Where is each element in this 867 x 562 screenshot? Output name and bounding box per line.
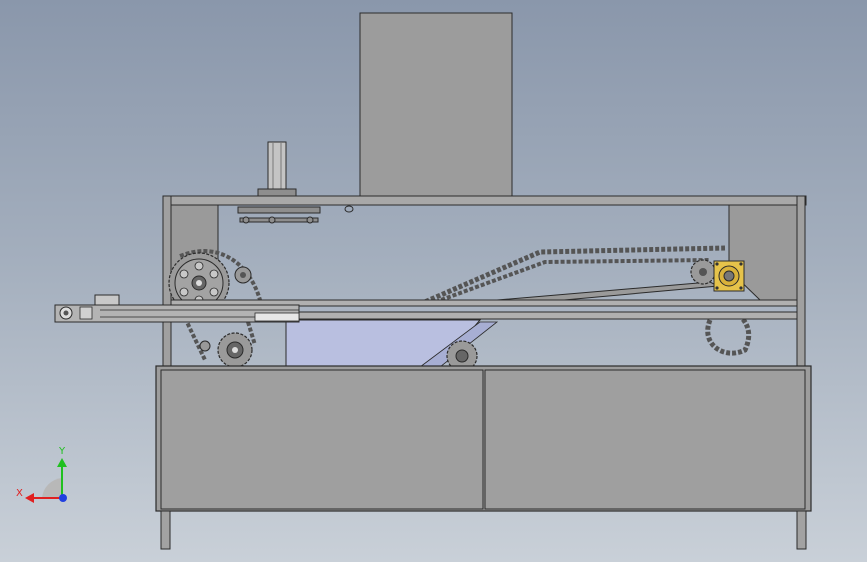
right-post: [796, 195, 806, 369]
triad-y-label: Y: [58, 446, 66, 457]
conveyor-arm: [54, 294, 300, 323]
top-plate: [162, 195, 807, 206]
hopper-box: [359, 12, 513, 197]
plate-hole: [344, 205, 354, 213]
upper-chain-lower-run: [429, 258, 711, 306]
motor-flange: [713, 260, 745, 292]
upper-linkage: [237, 206, 321, 224]
triad-x-label: X: [16, 488, 23, 499]
idler-sprocket-right: [690, 259, 716, 285]
left-chain-loop: [179, 249, 263, 361]
upper-rail: [170, 299, 798, 307]
leg-right: [796, 510, 807, 550]
lower-sprocket-middle: [446, 340, 478, 372]
idler-sprocket-upper: [234, 266, 252, 284]
cabinet-door-right: [484, 369, 806, 510]
upper-chain: [419, 245, 726, 307]
top-motor: [257, 141, 297, 197]
right-chain-loop: [705, 316, 752, 356]
lower-sprocket-left: [199, 332, 253, 368]
drive-sprocket-large: [168, 252, 230, 314]
leg-left: [160, 510, 171, 550]
cabinet-door-left: [160, 369, 484, 510]
coordinate-triad: Y X: [16, 446, 67, 503]
